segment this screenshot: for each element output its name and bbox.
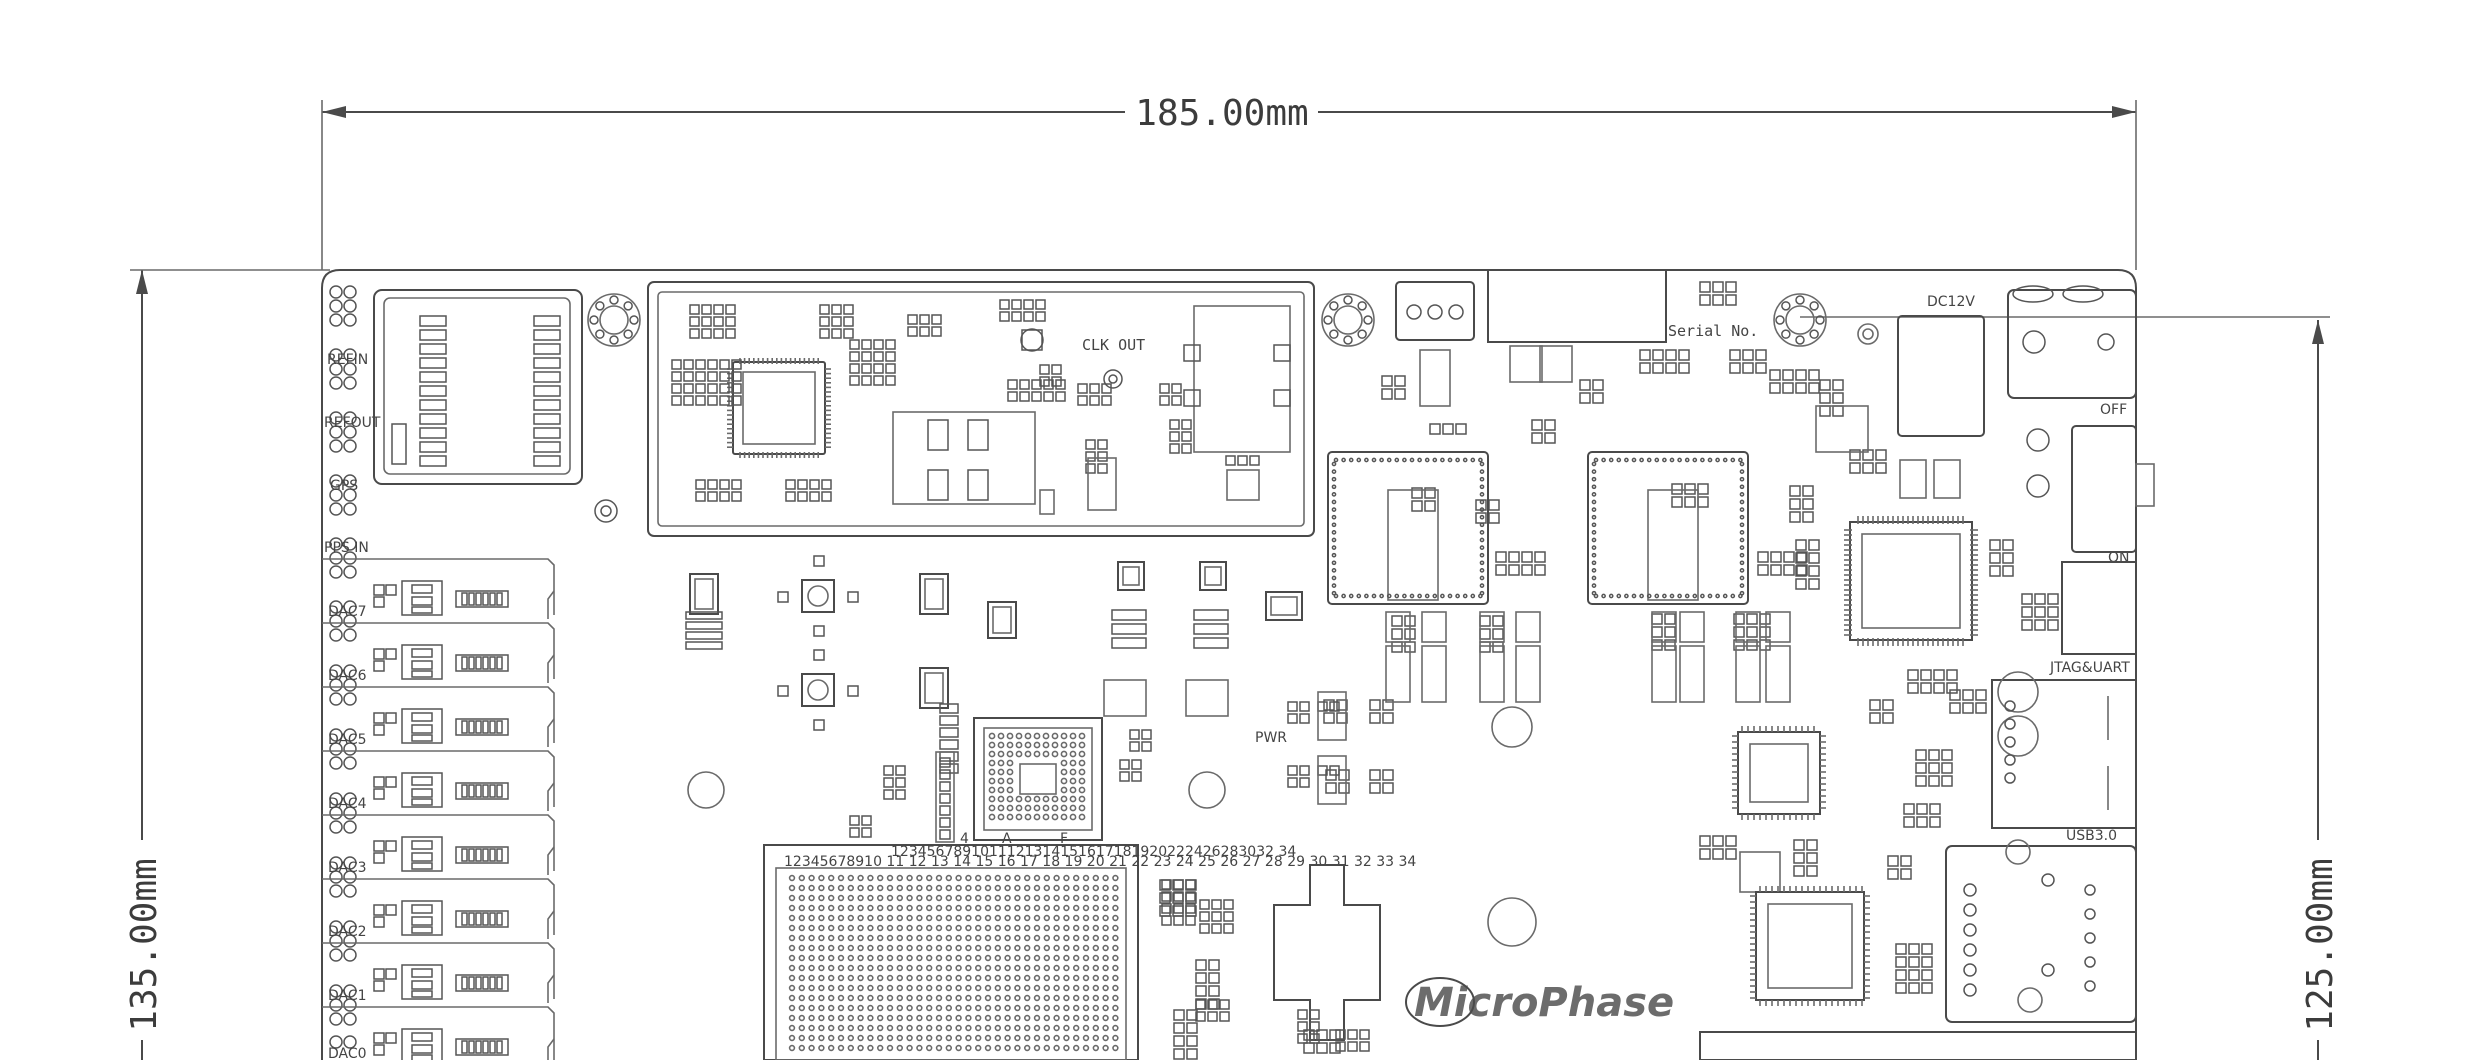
cage-module bbox=[373, 289, 583, 485]
mid-right-section bbox=[1327, 451, 1978, 1006]
dc12v-label: DC12V bbox=[1927, 294, 1975, 310]
top-right-section: Serial No. DC12V OFF ON JTAG&UART USB3.0 bbox=[1159, 269, 2155, 1060]
fiducial-left bbox=[594, 499, 618, 523]
refout-label: REFOUT bbox=[324, 415, 381, 431]
left-height-dimension: 135.00mm bbox=[124, 269, 330, 1060]
header-grid: 1234567891011121314151617181920222426283… bbox=[763, 844, 1416, 1060]
right-height-dimension-label: 125.00mm bbox=[2300, 858, 2341, 1031]
analog-section bbox=[685, 555, 1303, 843]
gps-label: GPS bbox=[330, 478, 358, 494]
smd-components bbox=[849, 691, 1370, 1052]
dac-labels: DAC7 DAC6 DAC5 DAC4 DAC3 DAC2 DAC1 DAC0 bbox=[328, 604, 367, 1060]
svg-text:A: A bbox=[1002, 831, 1012, 847]
refin-label: REFIN bbox=[327, 352, 368, 368]
right-circles bbox=[687, 706, 1537, 947]
logo-ring bbox=[1405, 977, 1475, 1027]
bga-package: 4 A F bbox=[960, 717, 1103, 847]
mounting-holes bbox=[587, 293, 1879, 347]
serial-no-label: Serial No. bbox=[1668, 322, 1758, 340]
dac3-label: DAC3 bbox=[328, 860, 367, 876]
pwr-label: PWR bbox=[1255, 730, 1287, 746]
microphase-logo: MicroPhase bbox=[1414, 980, 1674, 1026]
dac1-label: DAC1 bbox=[328, 988, 367, 1004]
left-height-dimension-label: 135.00mm bbox=[124, 858, 165, 1031]
svg-text:F: F bbox=[1060, 831, 1068, 847]
width-dimension: 185.00mm bbox=[321, 93, 2137, 270]
header-grid-numbers-top: 1234567891011121314151617181920222426283… bbox=[891, 844, 1296, 860]
dac2-label: DAC2 bbox=[328, 924, 367, 940]
dac6-label: DAC6 bbox=[328, 668, 367, 684]
dac7-label: DAC7 bbox=[328, 604, 367, 620]
battery-holder bbox=[1273, 864, 1381, 1041]
board-outline bbox=[321, 269, 2137, 1060]
pps-in-label: PPS IN bbox=[324, 540, 369, 556]
rf-shield-region: CLK OUT bbox=[647, 281, 1315, 537]
svg-text:4: 4 bbox=[960, 831, 969, 847]
jtag-uart-label: JTAG&UART bbox=[2049, 660, 2130, 676]
width-dimension-label: 185.00mm bbox=[1135, 93, 1308, 134]
dac0-label: DAC0 bbox=[328, 1046, 367, 1060]
right-height-dimension: 125.00mm bbox=[1800, 316, 2341, 1060]
clk-out-label: CLK OUT bbox=[1082, 336, 1145, 354]
dac5-label: DAC5 bbox=[328, 732, 367, 748]
header-grid-numbers: 12345678910 11 12 13 14 15 16 17 18 19 2… bbox=[784, 854, 1416, 870]
dac4-label: DAC4 bbox=[328, 796, 367, 812]
left-connector-column: REFIN REFOUT GPS PPS IN DAC7 DAC6 DAC5 D… bbox=[322, 285, 555, 1060]
usb3-label: USB3.0 bbox=[2066, 828, 2117, 844]
off-label: OFF bbox=[2100, 402, 2127, 418]
